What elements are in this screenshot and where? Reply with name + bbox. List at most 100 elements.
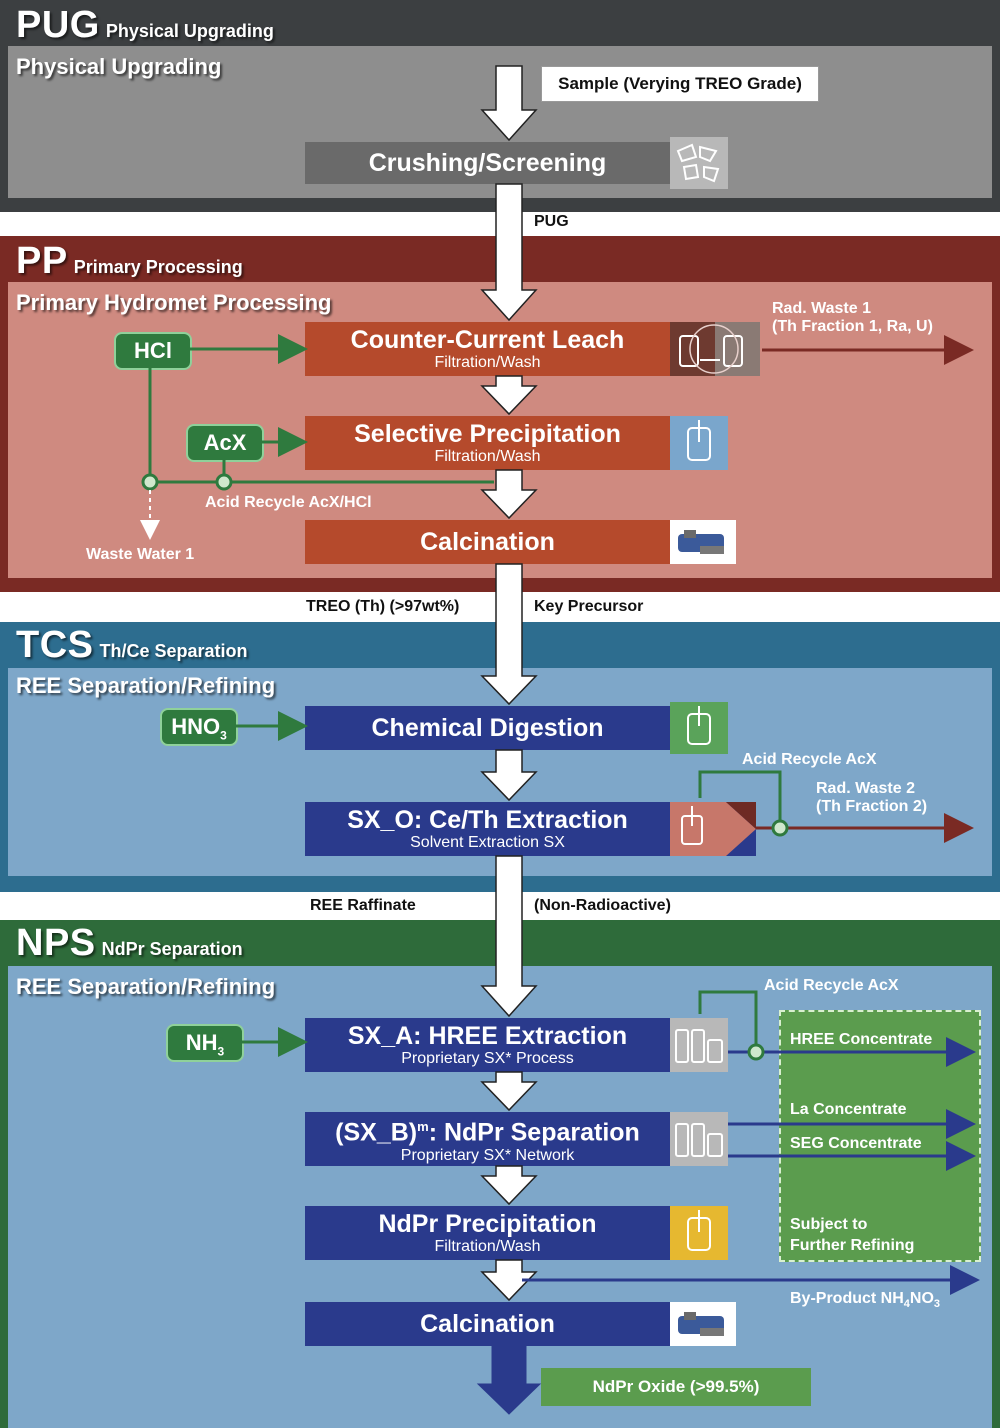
byproduct-label: By-Product NH4NO3	[790, 1290, 940, 1310]
arrow-sample-crush	[480, 65, 538, 142]
nps-kiln-icon	[670, 1302, 736, 1346]
sx0-main-label: SX_O: Ce/Th Extraction	[347, 805, 628, 834]
pp-name: Primary Processing	[73, 257, 243, 277]
tcs-recycle-line	[698, 770, 782, 828]
sxb-main-label: (SX_B)m: NdPr Separation	[305, 1113, 670, 1146]
nh3-reagent: NH3	[166, 1024, 244, 1062]
arrow-precip-calc	[480, 469, 538, 520]
non-radioactive-label: (Non-Radioactive)	[534, 897, 671, 914]
selective-precipitation-box: Selective Precipitation Filtration/Wash	[305, 416, 670, 470]
concentrate-arrows	[522, 1037, 980, 1295]
rad-waste-2-line1: Rad. Waste 2	[816, 780, 915, 797]
sxb-main-post: : NdPr Separation	[428, 1118, 640, 1147]
arrow-calc-oxide	[476, 1345, 542, 1415]
sample-label: Sample (Verying TREO Grade)	[541, 66, 819, 102]
leach-tank-icon	[670, 322, 760, 376]
precip-tank-icon	[670, 416, 728, 470]
leach-sub-label: Filtration/Wash	[434, 353, 541, 371]
crushing-screening-label: Crushing/Screening	[368, 148, 607, 177]
ndpr-precip-sub-label: Filtration/Wash	[434, 1237, 541, 1255]
acx-node	[215, 473, 233, 491]
rad-waste-2-line2: (Th Fraction 2)	[816, 798, 928, 815]
byproduct-mid: NO	[909, 1290, 934, 1307]
sx0-extraction-box: SX_O: Ce/Th Extraction Solvent Extractio…	[305, 802, 670, 856]
further-refining-line1: Subject to	[790, 1216, 868, 1233]
tcs-recycle-node	[771, 819, 789, 837]
nh3-subscript: 3	[217, 1044, 225, 1059]
rad-waste-1-label: Rad. Waste 1 (Th Fraction 1, Ra, U)	[772, 300, 933, 336]
sxa-main-label: SX_A: HREE Extraction	[347, 1021, 628, 1050]
precip-main-label: Selective Precipitation	[354, 419, 621, 448]
rad-waste-2-label: Rad. Waste 2 (Th Fraction 2)	[816, 780, 927, 816]
tcs-subtitle: REE Separation/Refining	[16, 673, 276, 698]
nps-acid-recycle-label: Acid Recycle AcX	[764, 977, 899, 994]
nh3-label: NH	[185, 1030, 218, 1055]
sxa-tanks-icon	[670, 1018, 728, 1072]
ndpr-oxide-output: NdPr Oxide (>99.5%)	[541, 1368, 811, 1406]
sxb-sub-label: Proprietary SX* Network	[400, 1146, 575, 1164]
arrow-leach-precip	[480, 375, 538, 416]
hno3-label: HNO	[171, 714, 221, 739]
nps-calcination-label: Calcination	[420, 1309, 555, 1338]
hno3-reagent: HNO3	[160, 708, 238, 746]
pp-reagent-lines	[148, 334, 494, 484]
pp-calcination-label: Calcination	[420, 527, 555, 556]
waste-water-1-label: Waste Water 1	[86, 546, 195, 563]
pug-subtitle: Physical Upgrading	[16, 54, 222, 79]
nps-calcination-box: Calcination	[305, 1302, 670, 1346]
seg-concentrate-label: SEG Concentrate	[790, 1135, 922, 1152]
sample-label-text: Sample (Verying TREO Grade)	[558, 74, 802, 93]
further-refining-line2: Further Refining	[790, 1237, 915, 1254]
la-concentrate-label: La Concentrate	[790, 1101, 907, 1118]
hno3-subscript: 3	[220, 728, 227, 743]
pp-calcination-box: Calcination	[305, 520, 670, 564]
byproduct-sub1: 4	[903, 1298, 910, 1311]
ree-raffinate-label: REE Raffinate	[310, 897, 416, 914]
ndpr-precip-main-label: NdPr Precipitation	[378, 1209, 597, 1238]
hcl-node	[141, 473, 159, 491]
tcs-acid-recycle-label: Acid Recycle AcX	[742, 751, 877, 768]
precip-sub-label: Filtration/Wash	[434, 447, 541, 465]
ndpr-oxide-label: NdPr Oxide (>99.5%)	[592, 1377, 760, 1396]
pp-code-text: PP	[16, 240, 68, 282]
sxb-tanks-icon	[670, 1112, 728, 1166]
arrow-sxa-sxb	[480, 1071, 538, 1112]
hree-concentrate-label: HREE Concentrate	[790, 1031, 933, 1048]
arrow-sxb-ndpr	[480, 1165, 538, 1206]
arrow-crush-leach	[480, 183, 538, 322]
treo-label: TREO (Th) (>97wt%)	[306, 598, 460, 615]
acid-recycle-acx-hcl-label: Acid Recycle AcX/HCl	[205, 494, 372, 511]
pug-output-label: PUG	[534, 213, 569, 230]
pp-subtitle: Primary Hydromet Processing	[16, 290, 332, 315]
tcs-code-text: TCS	[16, 624, 94, 666]
sxb-main-pre: (SX_B)	[335, 1118, 418, 1147]
acx-label: AcX	[203, 430, 247, 455]
ndpr-precipitation-box: NdPr Precipitation Filtration/Wash	[305, 1206, 670, 1260]
sxa-extraction-box: SX_A: HREE Extraction Proprietary SX* Pr…	[305, 1018, 670, 1072]
nps-recycle-line	[698, 990, 758, 1050]
rad-waste-1-line2: (Th Fraction 1, Ra, U)	[772, 318, 933, 335]
arrow-digestion-sx0	[480, 749, 538, 802]
acx-reagent: AcX	[186, 424, 264, 462]
sx0-tank-icon	[670, 802, 756, 856]
hcl-reagent: HCl	[114, 332, 192, 370]
digestion-tank-icon	[670, 702, 728, 754]
sx0-sub-label: Solvent Extraction SX	[410, 833, 565, 851]
ndpr-precip-tank-icon	[670, 1206, 728, 1260]
key-precursor-label: Key Precursor	[534, 598, 644, 615]
sxb-main-sup: m	[417, 1119, 429, 1135]
rock-icon	[670, 137, 728, 189]
pp-kiln-icon	[670, 520, 736, 564]
chemical-digestion-box: Chemical Digestion	[305, 706, 670, 750]
digestion-label: Chemical Digestion	[371, 713, 604, 742]
tcs-name: Th/Ce Separation	[99, 641, 248, 661]
rad-waste-1-line1: Rad. Waste 1	[772, 300, 871, 317]
arrow-sx0-sxa	[480, 855, 538, 1018]
pug-code-text: PUG	[16, 4, 100, 46]
leach-main-label: Counter-Current Leach	[350, 325, 625, 354]
further-refining-label: Subject to Further Refining	[790, 1214, 914, 1256]
